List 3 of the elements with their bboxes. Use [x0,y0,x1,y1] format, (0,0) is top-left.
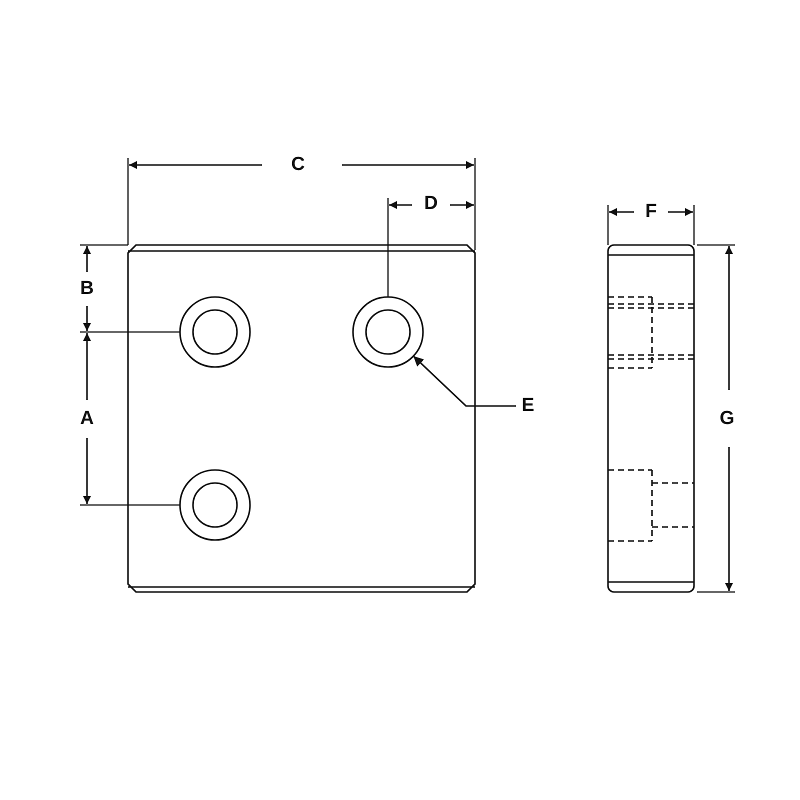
callout-letter: E [520,395,536,417]
leader-line [412,356,516,407]
hole-drawing [352,296,424,368]
